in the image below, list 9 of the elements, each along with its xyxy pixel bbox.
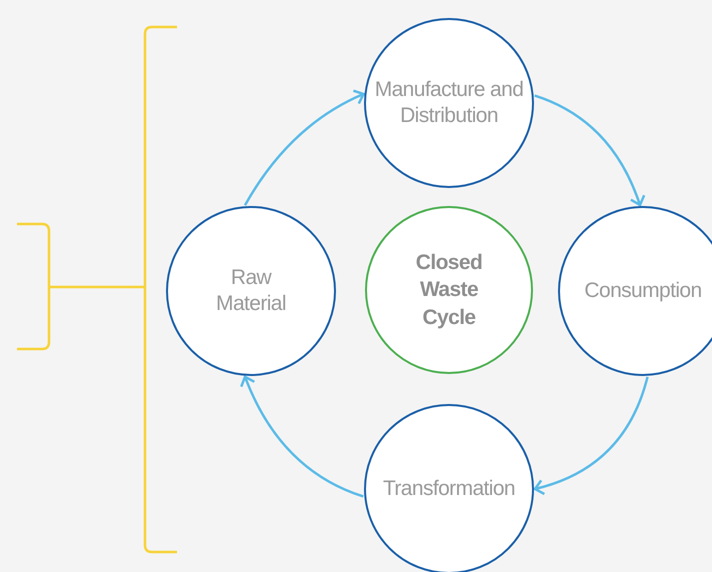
node-label: Raw Material xyxy=(215,264,287,317)
curved-arrow xyxy=(244,90,365,206)
node-label: Manufacture and Distribution xyxy=(374,76,524,129)
curved-arrow xyxy=(240,376,364,498)
node-label: Transformation xyxy=(382,476,516,502)
node-label: Closed Waste Cycle xyxy=(414,250,484,331)
node-label: Consumption xyxy=(584,278,702,304)
curved-arrow xyxy=(534,94,646,206)
curved-arrow xyxy=(534,376,649,495)
